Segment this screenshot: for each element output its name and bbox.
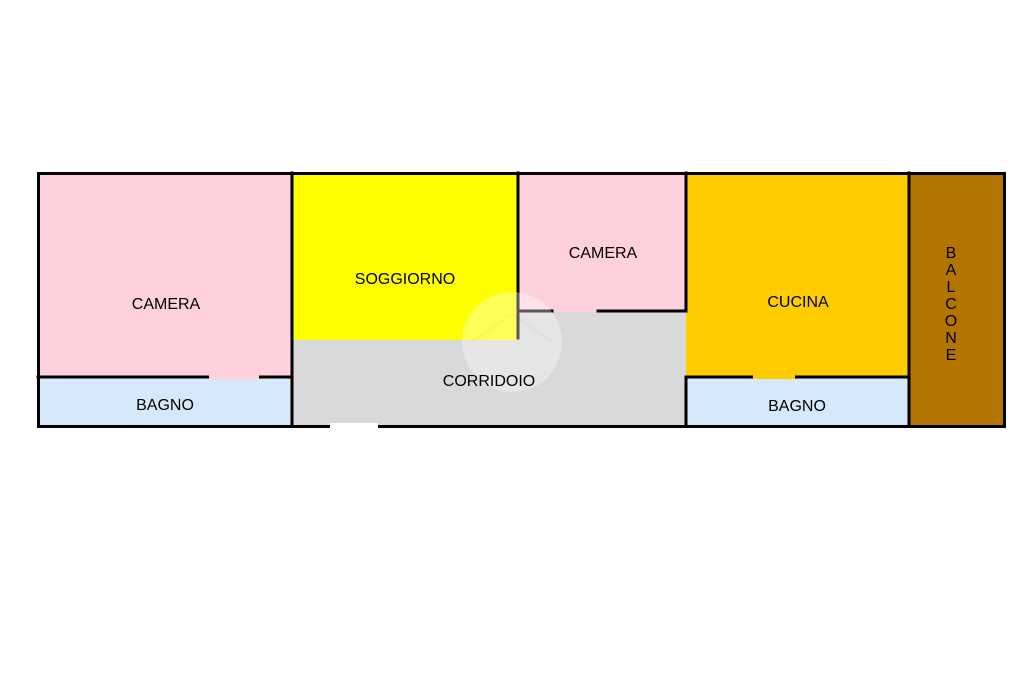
outer-wall (37, 172, 1006, 428)
label-camera-left: CAMERA (132, 296, 201, 313)
label-bagno-right: BAGNO (768, 398, 826, 415)
label-balcone-letter: B (946, 245, 957, 262)
room-bagno-right (686, 377, 909, 426)
watermark-logo (462, 292, 562, 392)
label-balcone-letter: O (945, 313, 957, 330)
walls (36, 171, 1006, 428)
room-soggiorno (292, 173, 518, 340)
label-camera-center: CAMERA (569, 245, 638, 262)
label-bagno-left: BAGNO (136, 397, 194, 414)
bagno-right-door-gap (753, 375, 795, 379)
room-bagno-left (38, 377, 292, 426)
label-balcone-letter: C (945, 296, 957, 313)
label-balcone-letter: L (947, 279, 956, 296)
entrance-door-gap (330, 423, 378, 429)
bagno-left-door-gap (209, 375, 259, 379)
room-camera-left (38, 173, 292, 377)
room-camera-center (518, 173, 686, 312)
label-cucina: CUCINA (767, 294, 829, 311)
label-balcone-letter: N (945, 330, 957, 347)
label-corridoio: CORRIDOIO (443, 373, 535, 390)
room-corridoio (292, 312, 686, 426)
label-balcone: B A L C O N E (945, 245, 957, 364)
label-soggiorno: SOGGIORNO (355, 271, 455, 288)
room-cucina (686, 173, 909, 377)
label-balcone-letter: E (946, 347, 957, 364)
room-balcone (909, 173, 1004, 426)
label-balcone-letter: A (946, 262, 957, 279)
